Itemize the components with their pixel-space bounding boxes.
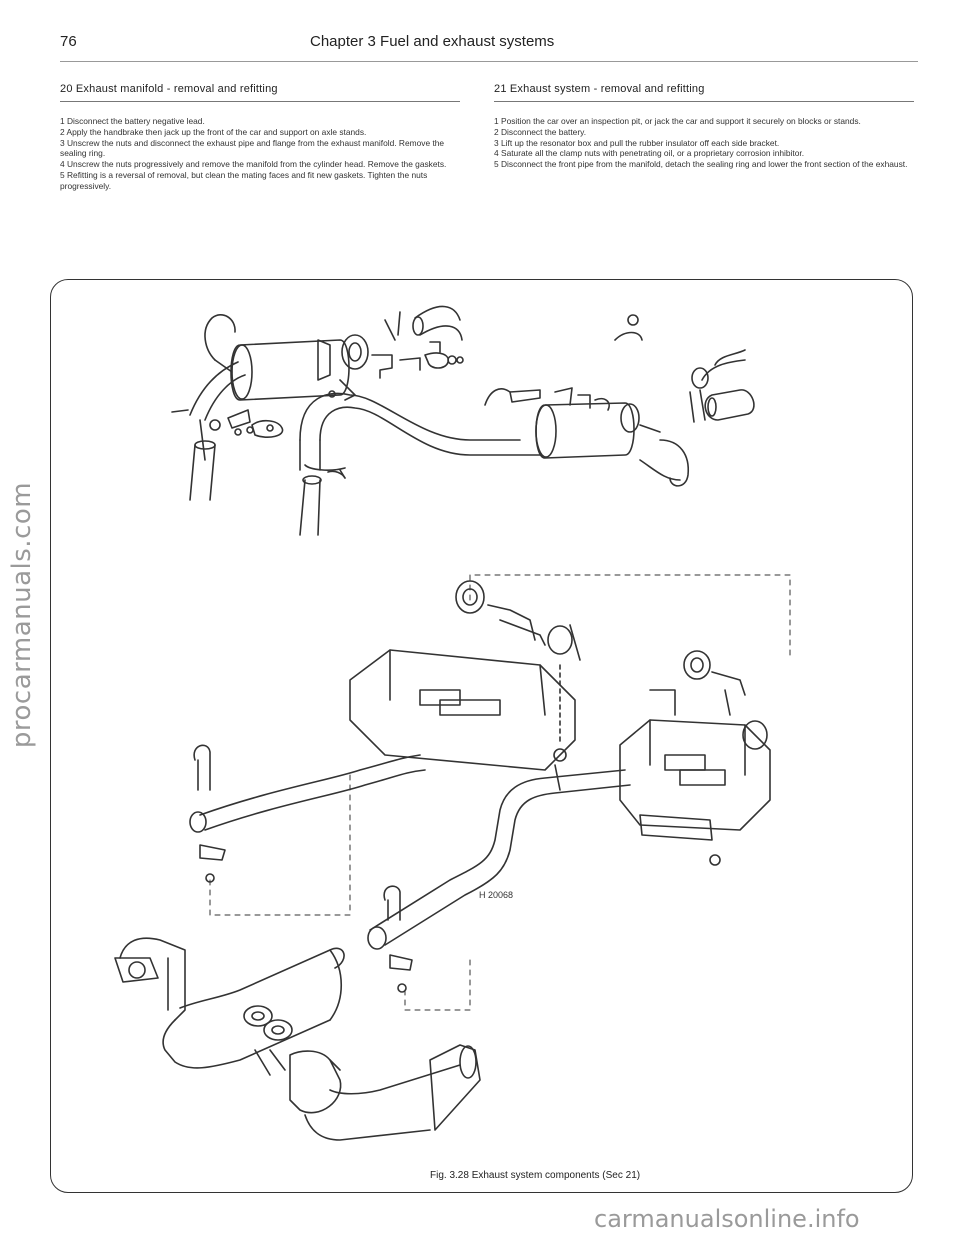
section-20-step-4: 4 Unscrew the nuts progressively and rem… [60,159,447,170]
intermediate-pipe [299,392,521,441]
section-20-step-2: 2 Apply the handbrake then jack up the f… [60,126,367,137]
front-pipe-left [189,444,216,501]
hanger-hook [204,314,236,361]
front-downpipe [119,937,186,1021]
section-20-title: 20 Exhaust manifold - removal and refitt… [60,83,278,95]
section-20-step-5: 5 Refitting is a reversal of removal, bu… [60,169,428,191]
section-20-rule [60,101,460,102]
tail-elbow [414,305,463,341]
section-20-step-1: 1 Disconnect the battery negative lead. [60,116,205,126]
rear-muffler [535,402,635,459]
bottom-watermark: carmanualsonline.info [594,1205,860,1233]
section-21-step-1: 1 Position the car over an inspection pi… [494,116,861,126]
resonator-box-right [619,719,771,831]
figure-caption: Fig. 3.28 Exhaust system components (Sec… [430,1170,641,1181]
section-21-step-3: 3 Lift up the resonator box and pull the… [494,137,780,148]
section-21-title: 21 Exhaust system - removal and refittin… [494,83,705,95]
main-pipe-middle [369,769,626,931]
upper-assembly [171,305,755,536]
main-pipe-upper [199,754,421,816]
page-number: 76 [60,33,77,50]
section-20-step-3: 3 Unscrew the nuts and disconnect the ex… [60,137,445,159]
figure-frame [50,279,913,1193]
section-21-step-5: 5 Disconnect the front pipe from the man… [494,159,908,170]
resonator-box-left [349,649,576,771]
figure-code: H 20068 [479,890,514,900]
tail-tube-right [704,389,755,421]
front-muffler [230,339,350,401]
section-21-rule [494,101,914,102]
section-21-step-4: 4 Saturate all the clamp nuts with penet… [494,148,805,159]
running-head: Chapter 3 Fuel and exhaust systems [310,33,555,50]
section-21-body: 1 Position the car over an inspection pi… [494,116,914,170]
section-21-step-2: 2 Disconnect the battery. [494,126,587,137]
header-rule [60,61,918,62]
lower-assembly [114,574,791,1141]
front-silencer [429,1044,481,1131]
front-pipe-right [299,479,321,536]
section-20-body: 1 Disconnect the battery negative lead. … [60,116,465,192]
mount-ring [341,334,369,370]
